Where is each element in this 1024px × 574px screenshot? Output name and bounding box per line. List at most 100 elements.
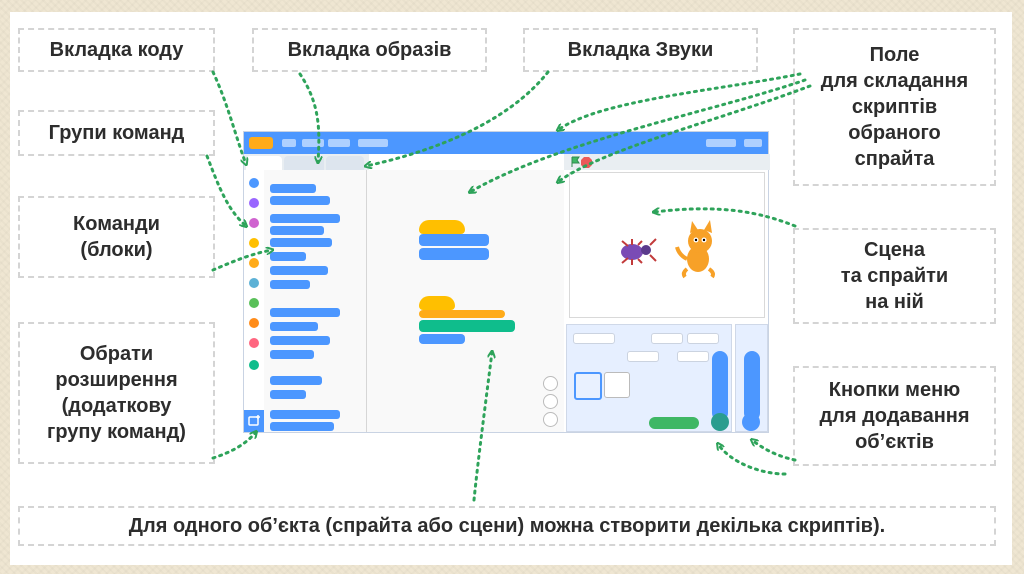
label-stage-sprites-line: та спрайти	[840, 265, 949, 287]
palette-block[interactable]	[270, 376, 322, 385]
bug-sprite-icon[interactable]	[621, 238, 657, 265]
palette-block[interactable]	[270, 308, 340, 317]
palette-block[interactable]	[270, 422, 334, 431]
sprite-y-field[interactable]	[687, 333, 719, 344]
label-script-area-line: для складання	[820, 70, 969, 92]
label-menu-buttons-line: для додавання	[819, 405, 970, 427]
tab-costumes[interactable]	[284, 156, 324, 170]
label-script-area-line: обраного	[848, 122, 941, 144]
label-code-tab: Вкладка коду	[18, 28, 215, 72]
script-block[interactable]	[419, 248, 489, 260]
script-block[interactable]	[419, 334, 465, 344]
label-menu-buttons: Кнопки меню для додавання об’єктів	[793, 366, 996, 466]
label-stage-sprites: Сцена та спрайти на ній	[793, 228, 996, 324]
category-control[interactable]	[249, 258, 259, 268]
stage[interactable]	[569, 172, 765, 318]
script-area[interactable]	[367, 170, 564, 432]
palette-block[interactable]	[270, 336, 330, 345]
label-code-tab-text: Вкладка коду	[49, 39, 184, 61]
edit-menu[interactable]	[328, 139, 350, 147]
sprite-name-field[interactable]	[573, 333, 615, 344]
category-operators[interactable]	[249, 298, 259, 308]
label-costumes-tab-text: Вкладка образів	[287, 39, 452, 61]
sprite-x-field[interactable]	[651, 333, 683, 344]
palette-block[interactable]	[270, 226, 324, 235]
tab-code[interactable]	[246, 156, 282, 170]
label-extensions-line: групу команд)	[47, 421, 186, 443]
script-block[interactable]	[419, 310, 505, 318]
language-menu[interactable]	[282, 139, 296, 147]
label-script-area-line: спрайта	[854, 148, 935, 170]
category-sound[interactable]	[249, 218, 259, 228]
label-menu-buttons-line: Кнопки меню	[828, 379, 961, 401]
label-menu-buttons-line: об’єктів	[855, 431, 934, 453]
zoom-out-button[interactable]	[543, 394, 558, 409]
category-motion[interactable]	[249, 178, 259, 188]
palette-block[interactable]	[270, 238, 332, 247]
category-looks[interactable]	[249, 198, 259, 208]
label-extensions-line: розширення	[55, 369, 178, 391]
category-sensing[interactable]	[249, 278, 259, 288]
sprite-thumbnail-cat[interactable]	[574, 372, 602, 400]
palette-block[interactable]	[270, 280, 310, 289]
label-script-area: Поле для складання скриптів обраного спр…	[793, 28, 996, 186]
tab-sounds[interactable]	[326, 156, 364, 170]
scratch-logo-icon	[249, 137, 273, 149]
backdrop-menu[interactable]	[744, 351, 760, 421]
label-extensions-line: Обрати	[79, 343, 154, 365]
label-extensions: Обрати розширення (додаткову групу коман…	[18, 322, 215, 464]
palette-block[interactable]	[270, 322, 318, 331]
label-stage-sprites-line: на ній	[865, 291, 924, 313]
sprite-menu[interactable]	[712, 351, 728, 421]
category-myblocks[interactable]	[249, 338, 259, 348]
file-menu[interactable]	[302, 139, 324, 147]
menu-bar	[244, 132, 768, 154]
palette-block[interactable]	[270, 390, 306, 399]
category-variables[interactable]	[249, 318, 259, 328]
sprite-thumbnail-bug[interactable]	[604, 372, 630, 398]
choose-sprite-hint	[649, 417, 699, 429]
palette-block[interactable]	[270, 184, 316, 193]
sign-in-menu[interactable]	[744, 139, 762, 147]
category-music[interactable]	[249, 360, 259, 370]
script-block[interactable]	[419, 234, 489, 246]
label-stage-sprites-line: Сцена	[863, 239, 926, 261]
when-flag-block[interactable]	[419, 296, 455, 310]
label-sounds-tab-text: Вкладка Звуки	[567, 39, 714, 61]
label-command-groups-text: Групи команд	[48, 122, 185, 144]
add-extension-button[interactable]	[244, 410, 264, 432]
add-backdrop-button[interactable]	[742, 413, 760, 431]
palette-block[interactable]	[270, 252, 306, 261]
label-costumes-tab: Вкладка образів	[252, 28, 487, 72]
palette-block[interactable]	[270, 410, 340, 419]
palette-block[interactable]	[270, 350, 314, 359]
bottom-note-text: Для одного об’єкта (спрайта або сцени) м…	[128, 515, 886, 537]
palette-block[interactable]	[270, 214, 340, 223]
add-sprite-button[interactable]	[711, 413, 729, 431]
palette-block[interactable]	[270, 196, 330, 205]
zoom-reset-button[interactable]	[543, 412, 558, 427]
sprite-size-field[interactable]	[627, 351, 659, 362]
tutorials-menu[interactable]	[358, 139, 388, 147]
scratch-cat-sprite-icon[interactable]	[675, 220, 715, 279]
category-events[interactable]	[249, 238, 259, 248]
add-extension-icon	[248, 415, 260, 426]
label-bottom-note: Для одного об’єкта (спрайта або сцени) м…	[18, 506, 996, 546]
label-commands-line: (блоки)	[80, 239, 153, 261]
palette-block[interactable]	[270, 266, 328, 275]
label-script-area-line: Поле	[869, 44, 920, 66]
green-flag-icon[interactable]	[568, 154, 598, 170]
sprite-direction-field[interactable]	[677, 351, 709, 362]
label-commands: Команди (блоки)	[18, 196, 215, 278]
scratch-screenshot	[243, 131, 770, 433]
stage-sprites	[621, 220, 715, 279]
label-script-area-line: скриптів	[851, 96, 938, 118]
label-commands-line: Команди	[73, 213, 160, 235]
script-block[interactable]	[419, 320, 515, 332]
label-command-groups: Групи команд	[18, 110, 215, 156]
when-flag-block[interactable]	[419, 220, 465, 234]
block-palette	[264, 170, 367, 432]
zoom-in-button[interactable]	[543, 376, 558, 391]
account-menu[interactable]	[706, 139, 736, 147]
stage-header	[564, 154, 770, 170]
